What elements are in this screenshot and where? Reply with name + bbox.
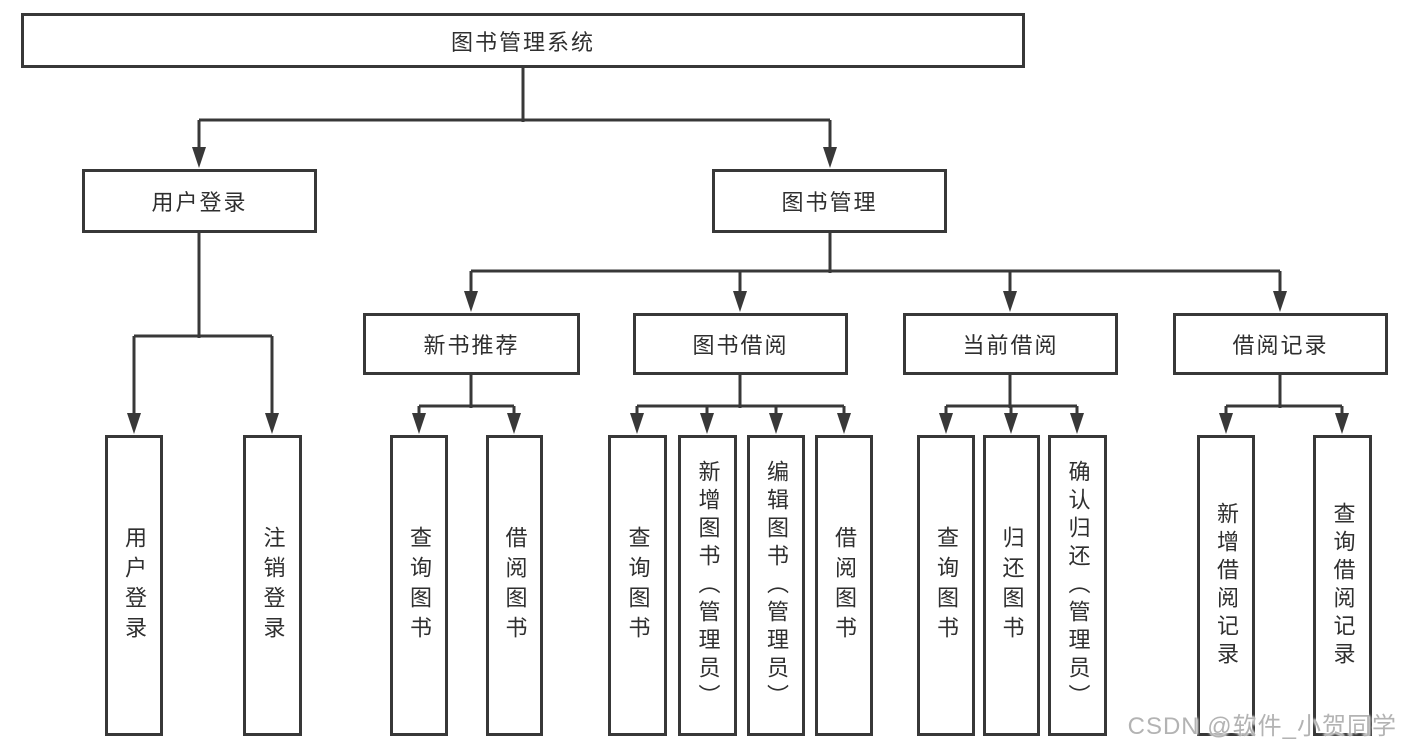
leaf-query-books-recommend: 查询图书 xyxy=(390,435,448,736)
node-book-management: 图书管理 xyxy=(712,169,947,233)
leaf-borrow-books-recommend: 借阅图书 xyxy=(486,435,543,736)
leaf-query-borrow-record: 查询借阅记录 xyxy=(1313,435,1372,736)
node-user-login: 用户登录 xyxy=(82,169,317,233)
leaf-edit-book-admin: 编辑图书（管理员） xyxy=(747,435,805,736)
node-new-book-recommend: 新书推荐 xyxy=(363,313,580,375)
node-borrow-records: 借阅记录 xyxy=(1173,313,1388,375)
leaf-logout: 注销登录 xyxy=(243,435,302,736)
leaf-return-book: 归还图书 xyxy=(983,435,1040,736)
node-current-borrow: 当前借阅 xyxy=(903,313,1118,375)
csdn-watermark: CSDN @软件_小贺同学 xyxy=(1127,713,1397,740)
leaf-add-book-admin: 新增图书（管理员） xyxy=(678,435,737,736)
leaf-confirm-return-admin: 确认归还（管理员） xyxy=(1048,435,1107,736)
leaf-add-borrow-record: 新增借阅记录 xyxy=(1197,435,1255,736)
node-book-borrow: 图书借阅 xyxy=(633,313,848,375)
leaf-borrow-books: 借阅图书 xyxy=(815,435,873,736)
leaf-query-books-borrow: 查询图书 xyxy=(608,435,667,736)
node-root: 图书管理系统 xyxy=(21,13,1025,68)
arrowheads xyxy=(127,147,1349,434)
leaf-user-login: 用户登录 xyxy=(105,435,163,736)
leaf-query-books-current: 查询图书 xyxy=(917,435,975,736)
